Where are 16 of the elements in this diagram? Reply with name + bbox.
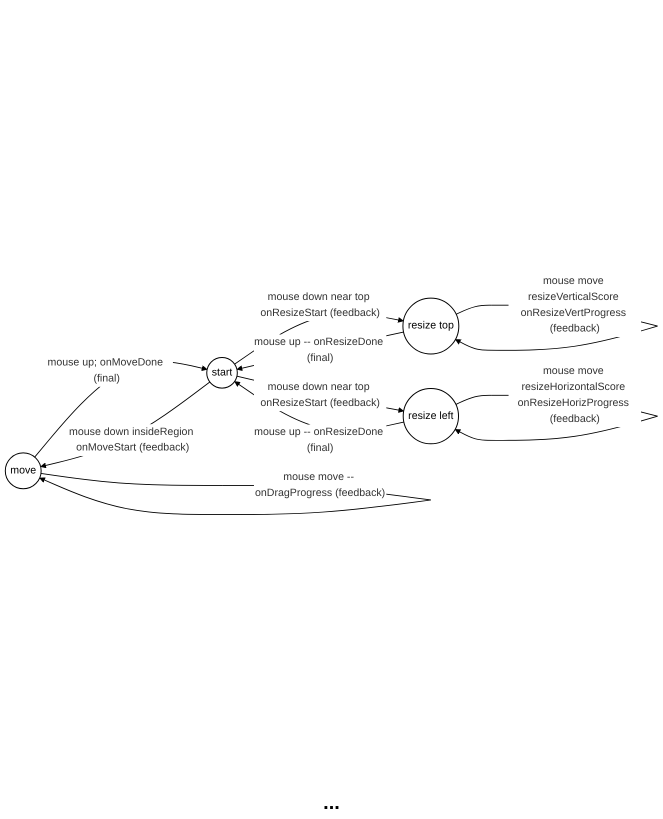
- edge-label: mouse up -- onResizeDone (final): [254, 336, 384, 364]
- edge-label: mouse down near top onResizeStart (feedback): [260, 381, 380, 409]
- ellipsis-note: ...: [323, 792, 340, 814]
- node-circle: start: [206, 357, 238, 389]
- arrow: [40, 382, 210, 468]
- node-circle: resize top: [402, 298, 460, 354]
- edge-label: mouse move resizeVerticalScore onResizeVertProgress (feedback): [520, 275, 626, 334]
- edge-label: mouse move resizeHorizontalScore onResizeHorizProgress (feedback): [518, 366, 629, 424]
- node-circle: resize left: [402, 388, 459, 444]
- edge-label: mouse up; onMoveDone (final): [47, 357, 163, 384]
- arrow: [34, 361, 208, 458]
- edge-label: mouse up -- onResizeDone (final): [254, 426, 384, 454]
- edge-label: mouse move -- onDragProgress (feedback): [255, 472, 386, 499]
- edge-label: mouse down near top onResizeStart (feedback): [260, 291, 380, 318]
- node-circle: move: [4, 452, 42, 490]
- edge-label: mouse down insideRegion onMoveStart (feedback): [69, 426, 194, 454]
